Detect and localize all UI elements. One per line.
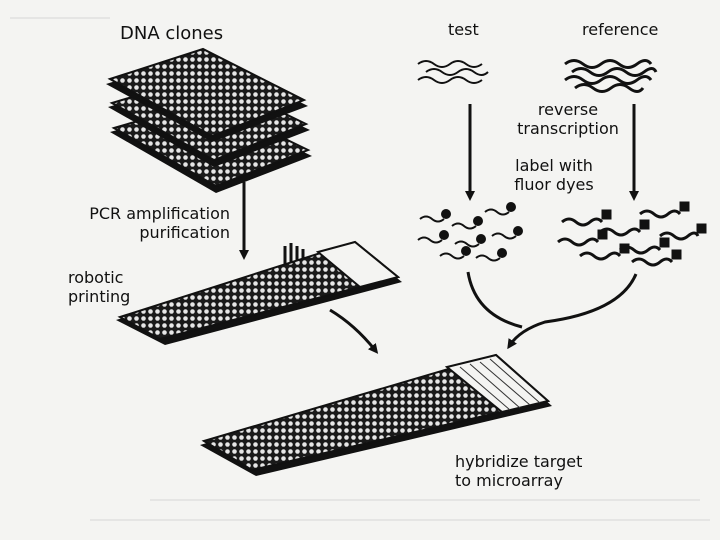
clone-plate-top (106, 47, 308, 142)
robotic-line-1: robotic (68, 268, 124, 287)
label-fluor-line-2: fluor dyes (514, 175, 594, 194)
robotic-line-2: printing (68, 287, 131, 306)
label-fluor-dyes-label: label with fluor dyes (504, 156, 604, 194)
reference-converge-arrow (507, 273, 638, 350)
label-fluor-line-1: label with (515, 156, 593, 175)
microarray-label-hatch (459, 358, 541, 411)
test-label: test (448, 20, 479, 39)
reverse-transcription-line-1: reverse (537, 100, 599, 119)
printed-slide (116, 240, 402, 345)
reverse-transcription-line-2: transcription (517, 119, 619, 138)
hybridize-line-1: hybridize target (455, 452, 583, 471)
reverse-transcription-label: reverse transcription (512, 100, 624, 138)
labeled-reference-molecules (557, 201, 707, 267)
slide-to-microarray-arrow (329, 308, 379, 354)
test-mrna-waves (417, 60, 489, 84)
reference-label: reference (582, 20, 659, 39)
pcr-amplification-label: PCR amplification purification (40, 204, 230, 242)
reference-mrna-waves (564, 59, 658, 93)
test-converge-arrow (466, 271, 523, 329)
background-scan-texture (10, 17, 710, 521)
hybridize-label: hybridize target to microarray (455, 452, 582, 490)
hybridize-line-2: to microarray (455, 471, 563, 490)
pcr-line-2: purification (139, 223, 230, 242)
dna-clone-plates (106, 47, 312, 193)
labeled-test-molecules (417, 202, 523, 262)
pcr-line-1: PCR amplification (89, 204, 230, 223)
dna-clones-label: DNA clones (120, 23, 224, 44)
robotic-printing-label: robotic printing (68, 268, 130, 306)
microarray-slide (200, 353, 552, 476)
